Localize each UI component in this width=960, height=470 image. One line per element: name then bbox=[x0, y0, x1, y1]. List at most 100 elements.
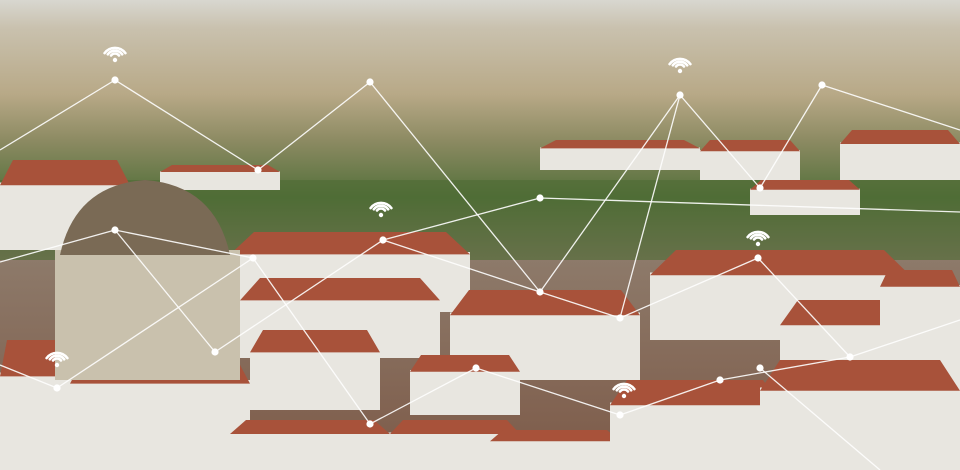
network-link bbox=[0, 364, 58, 389]
network-node bbox=[249, 254, 257, 262]
building-roof bbox=[230, 232, 470, 255]
building-wall bbox=[70, 380, 250, 470]
building-wall bbox=[610, 402, 780, 470]
wifi-icon bbox=[668, 57, 692, 74]
wifi-arc bbox=[746, 230, 770, 239]
network-link bbox=[114, 229, 254, 259]
network-node bbox=[756, 364, 764, 372]
network-link bbox=[539, 197, 960, 213]
network-link bbox=[619, 257, 759, 319]
building-wall bbox=[490, 440, 620, 470]
wifi-icon bbox=[746, 230, 770, 247]
building-wall bbox=[540, 147, 700, 170]
building-roof bbox=[0, 160, 130, 186]
network-link bbox=[56, 257, 254, 389]
wifi-arc bbox=[375, 207, 387, 212]
network-link bbox=[369, 367, 477, 425]
network-link bbox=[719, 356, 851, 381]
wifi-arc bbox=[51, 357, 63, 362]
network-link bbox=[759, 84, 823, 189]
network-link bbox=[214, 239, 384, 353]
network-node bbox=[366, 78, 374, 86]
network-node bbox=[676, 91, 684, 99]
wifi-icon bbox=[45, 351, 69, 368]
building-roof bbox=[390, 420, 520, 434]
wifi-dot bbox=[621, 393, 627, 399]
network-node bbox=[379, 236, 387, 244]
wifi-arc bbox=[749, 233, 767, 240]
network-link bbox=[252, 257, 371, 425]
wifi-arc bbox=[674, 63, 686, 68]
wifi-arc bbox=[109, 52, 121, 57]
network-link bbox=[539, 291, 621, 319]
wifi-arc bbox=[106, 49, 124, 56]
building-roof bbox=[760, 360, 960, 391]
network-node bbox=[616, 411, 624, 419]
wifi-icon bbox=[103, 46, 127, 63]
wifi-arc bbox=[45, 351, 69, 360]
wifi-icon bbox=[612, 382, 636, 399]
wifi-dot bbox=[755, 241, 761, 247]
network-node bbox=[756, 184, 764, 192]
network-link bbox=[475, 367, 621, 416]
wifi-arc bbox=[668, 57, 692, 66]
network-node bbox=[111, 76, 119, 84]
wifi-icon bbox=[369, 201, 393, 218]
network-link bbox=[679, 94, 761, 189]
wifi-arc bbox=[48, 354, 66, 361]
network-node bbox=[111, 226, 119, 234]
wifi-dot bbox=[677, 68, 683, 74]
building-wall bbox=[840, 142, 960, 180]
network-link bbox=[382, 239, 541, 293]
network-link bbox=[619, 379, 721, 416]
building-wall bbox=[250, 350, 380, 410]
building-wall bbox=[230, 432, 390, 470]
building-wall bbox=[160, 171, 280, 190]
wifi-arc bbox=[618, 388, 630, 393]
network-link bbox=[369, 81, 541, 293]
network-link bbox=[757, 257, 851, 358]
network-link bbox=[114, 79, 259, 171]
building-wall bbox=[700, 150, 800, 180]
network-node bbox=[211, 348, 219, 356]
building-roof bbox=[410, 355, 520, 372]
dome bbox=[60, 180, 230, 255]
network-link bbox=[539, 94, 681, 293]
wifi-dot bbox=[378, 212, 384, 218]
network-node bbox=[472, 364, 480, 372]
building-roof bbox=[610, 380, 780, 406]
wifi-arc bbox=[671, 60, 689, 67]
network-node bbox=[536, 288, 544, 296]
building-roof bbox=[750, 180, 860, 190]
wifi-arc bbox=[103, 46, 127, 55]
network-link bbox=[849, 319, 960, 358]
network-node bbox=[818, 81, 826, 89]
building-roof bbox=[250, 330, 380, 353]
building-roof bbox=[700, 140, 800, 152]
building-wall bbox=[880, 285, 960, 330]
network-link bbox=[382, 197, 541, 241]
building-roof bbox=[230, 420, 390, 434]
network-link bbox=[821, 84, 960, 131]
network-node bbox=[616, 314, 624, 322]
network-link bbox=[759, 367, 881, 470]
building-roof bbox=[540, 140, 700, 149]
wifi-arc bbox=[615, 385, 633, 392]
wifi-arc bbox=[752, 236, 764, 241]
building-wall bbox=[760, 387, 960, 470]
building-roof bbox=[840, 130, 960, 144]
network-link bbox=[114, 229, 216, 353]
network-overlay bbox=[0, 46, 960, 470]
network-node bbox=[366, 420, 374, 428]
building-roof bbox=[490, 430, 620, 442]
building-roof bbox=[160, 165, 280, 172]
network-link bbox=[257, 81, 371, 171]
wifi-dot bbox=[54, 362, 60, 368]
wifi-arc bbox=[612, 382, 636, 391]
building-roof bbox=[0, 340, 70, 377]
network-link bbox=[0, 79, 116, 151]
city-buildings bbox=[0, 130, 960, 470]
network-node bbox=[53, 384, 61, 392]
network-node bbox=[536, 194, 544, 202]
